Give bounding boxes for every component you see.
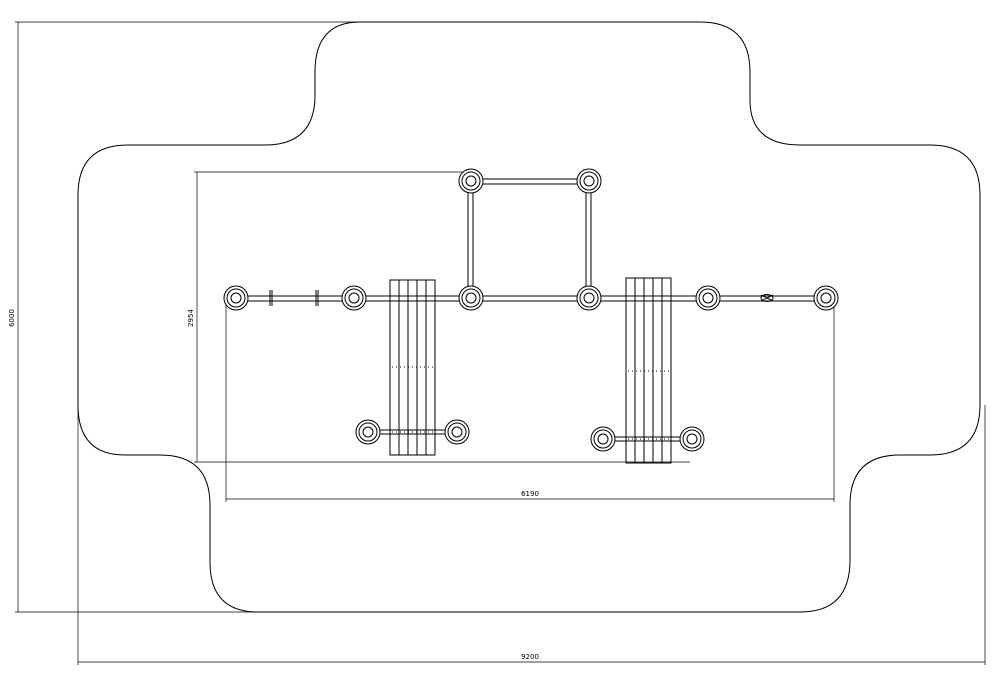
post-11 <box>590 426 616 452</box>
equipment-width-label: 6190 <box>521 490 539 498</box>
overall-height-label: 6000 <box>8 309 16 327</box>
beam-connectors <box>269 290 774 306</box>
post-4 <box>576 285 602 311</box>
equipment-depth-label: 2954 <box>187 309 195 327</box>
overall-width-label: 9200 <box>521 653 539 661</box>
post-7 <box>458 168 484 194</box>
post-12 <box>679 426 705 452</box>
upper-frame <box>467 178 592 298</box>
post-6 <box>813 285 839 311</box>
post-3 <box>458 285 484 311</box>
post-1 <box>223 285 249 311</box>
safety-zone-outline <box>77 21 981 613</box>
post-2 <box>341 285 367 311</box>
post-10 <box>444 419 470 445</box>
post-8 <box>576 168 602 194</box>
left-bench <box>389 279 436 456</box>
main-beam <box>236 295 826 302</box>
right-bench <box>625 277 672 464</box>
overall-height-dimension: 6000 <box>8 21 360 613</box>
post-5 <box>695 285 721 311</box>
lower-connectors <box>368 429 693 442</box>
post-9 <box>355 419 381 445</box>
equipment-depth-dimension: 2954 <box>187 171 690 463</box>
equipment-width-dimension: 6190 <box>225 298 835 502</box>
overall-width-dimension: 9200 <box>77 405 986 665</box>
